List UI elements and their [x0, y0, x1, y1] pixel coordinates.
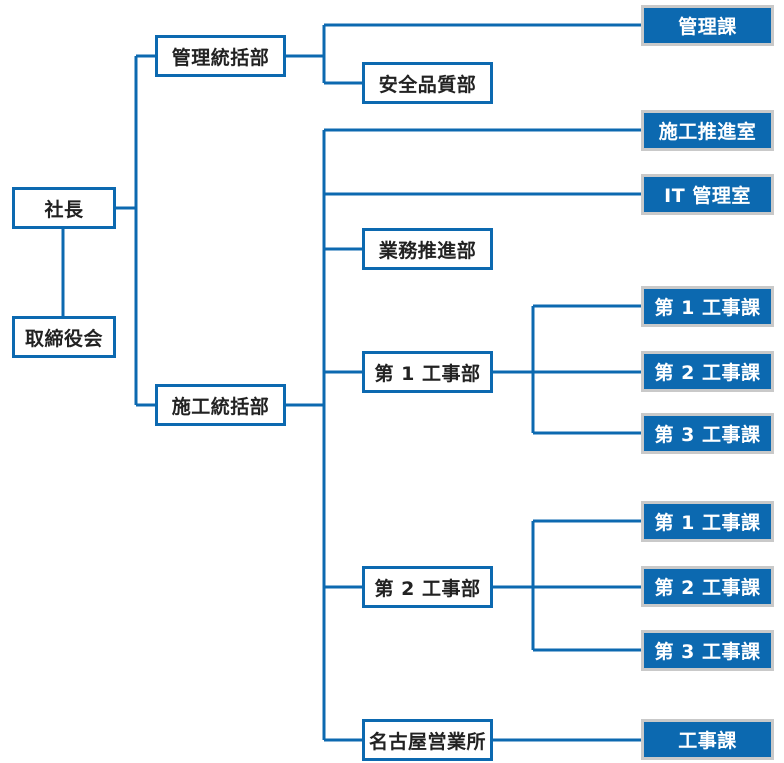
dept2-section-3-box: 第 3 工事課 [641, 630, 774, 671]
it-office-box: IT 管理室 [641, 174, 774, 215]
safety-dept-box: 安全品質部 [362, 62, 493, 104]
nagoya-section-box: 工事課 [641, 719, 774, 760]
admin-division-box: 管理統括部 [155, 35, 286, 77]
nagoya-office-box: 名古屋営業所 [362, 719, 493, 761]
construction-division-box: 施工統括部 [155, 384, 286, 426]
construction-promotion-box: 施工推進室 [641, 110, 774, 151]
directors-box: 取締役会 [12, 316, 116, 358]
dept2-section-1-box: 第 1 工事課 [641, 501, 774, 542]
dept2-section-2-box: 第 2 工事課 [641, 566, 774, 607]
dept1-section-2-box: 第 2 工事課 [641, 351, 774, 392]
president-box: 社長 [12, 187, 116, 229]
works-dept-2-box: 第 2 工事部 [362, 566, 493, 608]
admin-section-box: 管理課 [641, 5, 774, 46]
business-promotion-box: 業務推進部 [362, 228, 493, 270]
works-dept-1-box: 第 1 工事部 [362, 351, 493, 393]
dept1-section-3-box: 第 3 工事課 [641, 413, 774, 454]
dept1-section-1-box: 第 1 工事課 [641, 286, 774, 327]
